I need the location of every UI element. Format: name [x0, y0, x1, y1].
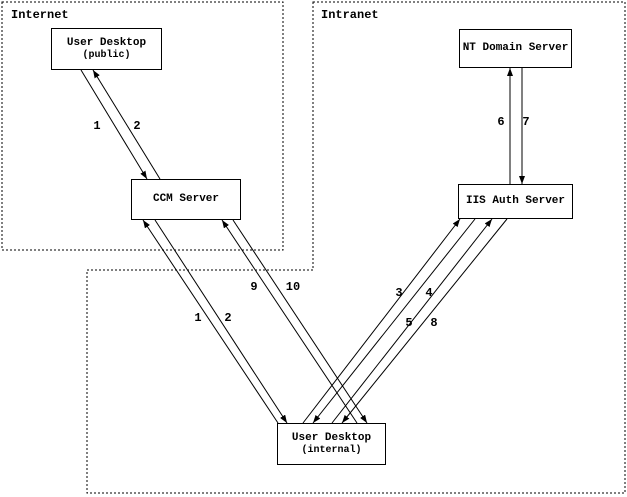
arrow-label-1: 1 — [194, 311, 202, 325]
node-user-desktop-public-subtitle: (public) — [82, 50, 131, 61]
arrow-9-user-desktop-internal-to-ccm-server — [221, 219, 358, 424]
node-user-desktop-internal-subtitle: (internal) — [301, 445, 362, 456]
arrow-label-3: 3 — [395, 286, 403, 300]
node-ccm-server: CCM Server — [131, 179, 241, 220]
node-ccm-server-title: CCM Server — [152, 193, 219, 205]
node-nt-domain-server-title: NT Domain Server — [462, 42, 569, 54]
zone-internet-label: Internet — [11, 8, 69, 22]
arrow-2-ccm-server-to-user-desktop-public — [92, 69, 161, 180]
arrow-4-iis-auth-server-to-user-desktop-internal — [312, 218, 476, 424]
arrow-label-7: 7 — [522, 115, 530, 129]
node-user-desktop-internal: User Desktop(internal) — [277, 423, 386, 465]
arrow-label-5: 5 — [405, 316, 413, 330]
arrow-label-2: 2 — [133, 119, 141, 133]
node-iis-auth-server: IIS Auth Server — [458, 184, 573, 219]
zone-intranet-label: Intranet — [321, 8, 379, 22]
arrow-10-ccm-server-to-user-desktop-internal — [232, 219, 368, 424]
arrow-label-2: 2 — [224, 311, 232, 325]
arrow-8-iis-auth-server-to-user-desktop-internal — [341, 218, 508, 424]
arrow-label-10: 10 — [285, 280, 301, 294]
arrow-1-user-desktop-internal-to-ccm-server — [142, 219, 279, 424]
node-user-desktop-public: User Desktop(public) — [51, 28, 162, 70]
zone-internet-border — [1, 1, 284, 251]
node-user-desktop-internal-title: User Desktop — [291, 432, 372, 444]
arrow-2-ccm-server-to-user-desktop-internal — [154, 219, 288, 424]
node-user-desktop-public-title: User Desktop — [66, 37, 147, 49]
zone-intranet-border — [86, 1, 626, 494]
arrow-label-8: 8 — [430, 316, 438, 330]
arrow-label-6: 6 — [497, 115, 505, 129]
node-iis-auth-server-title: IIS Auth Server — [465, 195, 566, 207]
arrow-5-user-desktop-internal-to-iis-auth-server — [331, 218, 493, 424]
arrow-label-1: 1 — [93, 119, 101, 133]
arrow-3-user-desktop-internal-to-iis-auth-server — [302, 218, 461, 424]
arrow-1-user-desktop-public-to-ccm-server — [80, 69, 148, 180]
node-nt-domain-server: NT Domain Server — [459, 29, 572, 68]
arrow-label-9: 9 — [250, 280, 258, 294]
arrow-label-4: 4 — [425, 286, 433, 300]
